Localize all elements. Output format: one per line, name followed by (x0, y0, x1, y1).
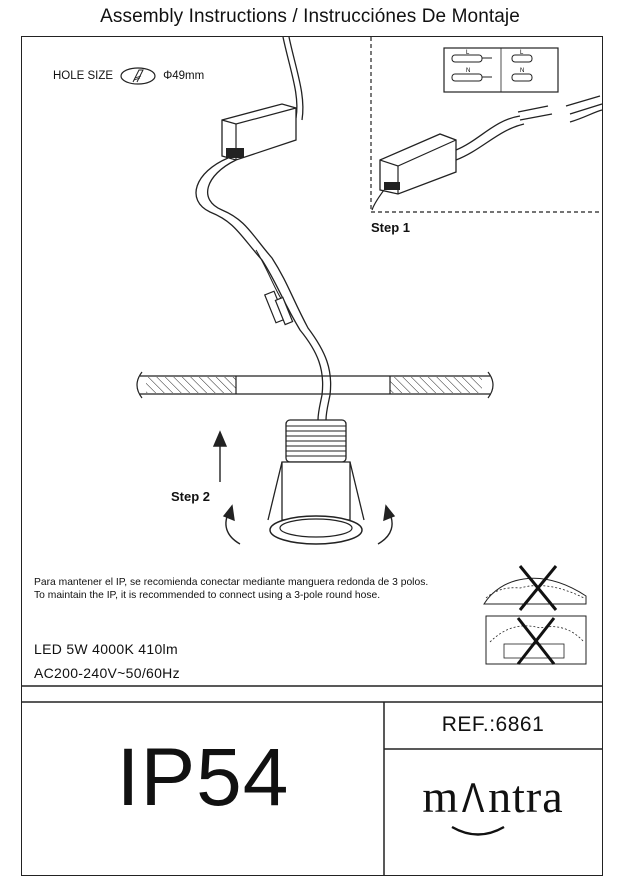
no-enclosed-install-icon (485, 615, 587, 665)
brand-logo: mΛntra (384, 770, 602, 840)
downlight-body (267, 419, 365, 545)
terminal-label-l1: L (466, 50, 470, 56)
ip-rating: IP54 (116, 732, 290, 823)
brand-logo-prefix: m (422, 771, 460, 822)
brand-logo-mark: Λ (462, 774, 486, 821)
brand-logo-smile (451, 825, 505, 836)
instruction-sheet (21, 36, 603, 876)
hole-size: HOLE SIZE Φ49mm (53, 67, 204, 85)
ceiling-section (136, 371, 494, 399)
step1-label: Step 1 (371, 220, 411, 235)
ip-note: Para mantener el IP, se recomienda conec… (34, 576, 428, 602)
step1-frame (370, 37, 603, 213)
led-spec: LED 5W 4000K 410lm (34, 641, 178, 657)
supply-cable (282, 36, 298, 119)
no-insulation-cover-icon (483, 565, 587, 611)
product-ref: REF.:6861 (441, 713, 545, 736)
page-title: Assembly Instructions / Instrucciónes De… (100, 6, 520, 27)
drill-hole-icon (120, 67, 156, 85)
terminal-label-n2: N (520, 68, 524, 74)
lamp-cable (195, 157, 324, 421)
ip-note-en: To maintain the IP, it is recommended to… (34, 590, 381, 601)
terminal-label-l2: L (520, 50, 524, 56)
step2-arrows (212, 430, 396, 545)
terminal-label-n1: N (466, 68, 470, 74)
ip-note-es: Para mantener el IP, se recomienda conec… (34, 577, 429, 588)
brand-logo-suffix: ntra (488, 771, 564, 822)
terminal-schematic: L N L N (443, 47, 559, 93)
step1-driver (371, 95, 603, 211)
hole-diameter: Φ49mm (163, 70, 205, 82)
driver-box-main (221, 103, 297, 161)
hole-size-label: HOLE SIZE (53, 70, 114, 82)
power-spec: AC200-240V~50/60Hz (34, 665, 180, 681)
step2-label: Step 2 (171, 489, 211, 504)
